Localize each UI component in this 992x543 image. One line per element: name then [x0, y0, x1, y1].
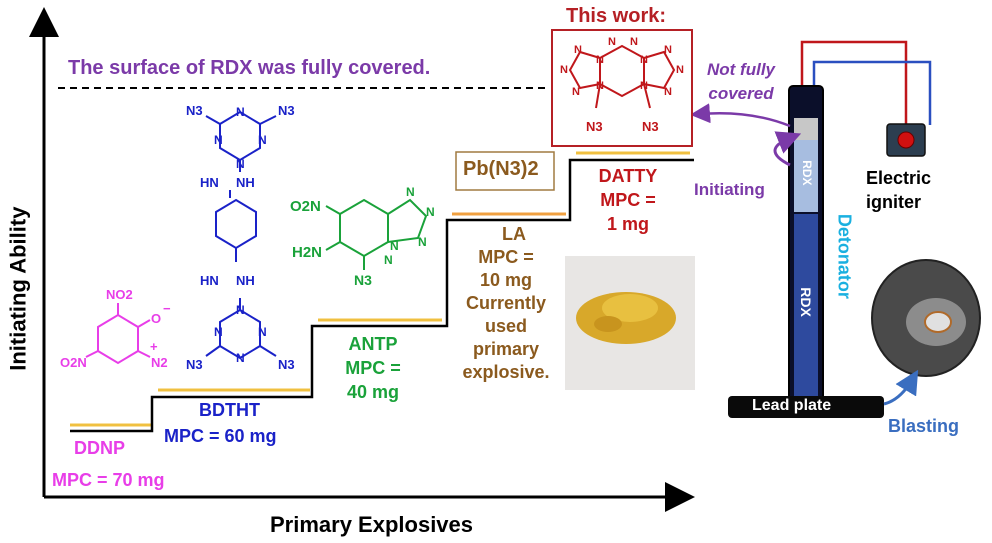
bdtht-atom-n-1: N [236, 105, 245, 119]
bdtht-atom-n3-top-right: N3 [278, 103, 295, 118]
bdtht-mpc: MPC = 60 mg [164, 426, 277, 446]
detonator-primary-charge [794, 118, 818, 140]
bdtht-atom-n-5: N [236, 303, 245, 317]
datty-atom-n-12: N [640, 54, 648, 66]
this-work-label: This work: [566, 5, 667, 27]
x-axis-label: Primary Explosives [270, 512, 474, 537]
lead-plate-label: Lead plate [752, 397, 832, 414]
antp-mpc-line1: MPC = [345, 358, 401, 378]
bdtht-atom-hn-1: HN [200, 175, 219, 190]
antp-atom-n-5: N [384, 253, 393, 267]
bdtht-atom-n-7: N [258, 325, 267, 339]
datty-atom-n-10: N [640, 80, 648, 92]
initiating-arrow [773, 131, 802, 167]
blue-wire [812, 60, 932, 125]
ddnp-atom-plus: + [150, 339, 158, 354]
la-name: LA [502, 224, 526, 244]
datty-mpc-line1: MPC = [600, 190, 656, 210]
datty-atom-n-9: N [596, 80, 604, 92]
datty-atom-n3-left: N3 [586, 119, 603, 134]
antp-atom-h2n: H2N [292, 244, 323, 261]
bdtht-atom-n3-top-left: N3 [186, 103, 203, 118]
la-line-2: 10 mg [479, 270, 533, 290]
bdtht-atom-n-4: N [236, 157, 245, 171]
ddnp-mpc: MPC = 70 mg [52, 470, 165, 490]
lead-plate [728, 396, 884, 418]
electric-igniter-line2: igniter [866, 192, 922, 212]
la-line-1: MPC = [478, 247, 534, 267]
not-fully-covered-line1: Not fully [707, 60, 775, 79]
datty-structure [568, 44, 676, 109]
not-fully-covered-line2: covered [708, 84, 774, 103]
bdtht-atom-nh-2: NH [236, 273, 255, 288]
ddnp-atom-o: O [151, 311, 162, 326]
bdtht-atom-n3-bottom-right: N3 [278, 357, 295, 372]
antp-name: ANTP [348, 334, 398, 354]
datty-atom-n-1: N [608, 36, 616, 48]
antp-atom-o2n: O2N [290, 198, 321, 215]
red-wire [800, 40, 908, 125]
bdtht-atom-n-3: N [258, 133, 267, 147]
detonator-assembly [690, 40, 981, 418]
blasted-plate-hole [924, 311, 952, 333]
initiating-label: Initiating [694, 180, 765, 199]
datty-mpc-line2: 1 mg [606, 214, 649, 234]
pb-azide-formula-text: Pb(N3)2 [463, 158, 539, 180]
antp-atom-n-2: N [426, 205, 435, 219]
initiating-ability-staircase [70, 158, 694, 433]
bdtht-atom-n-8: N [236, 351, 245, 365]
la-line-6: explosive. [462, 362, 550, 382]
ddnp-atom-o2n: O2N [60, 355, 87, 370]
datty-atom-n-4: N [664, 44, 672, 56]
antp-structure [325, 198, 428, 270]
ddnp-atom-minus: − [163, 301, 171, 316]
antp-atom-n3: N3 [354, 272, 372, 288]
bdtht-structure [205, 110, 277, 360]
ddnp-atom-n2: N2 [151, 355, 168, 370]
pb-azide-formula-box [455, 151, 555, 191]
detonator-label: Detonator [834, 213, 855, 299]
ddnp-atom-no2: NO2 [106, 287, 133, 302]
bdtht-atom-n3-bottom-left: N3 [186, 357, 203, 372]
pb-azide-formula: Pb(N3)2 [463, 158, 539, 181]
la-line-3: Currently [465, 293, 546, 313]
ddnp-structure [85, 303, 151, 365]
datty-atom-n-5: N [560, 64, 568, 76]
datty-atom-n-11: N [596, 54, 604, 66]
antp-atom-n-4: N [390, 239, 399, 253]
rdx-top-label: RDX [799, 160, 814, 186]
ddnp-name: DDNP [74, 438, 126, 458]
bdtht-atom-n-2: N [214, 133, 223, 147]
electric-igniter-line1: Electric [866, 168, 932, 188]
y-axis-label: Initiating Ability [5, 206, 31, 371]
antp-mpc-line2: 40 mg [346, 382, 400, 402]
lead-azide-photo [565, 256, 695, 390]
datty-name: DATTY [598, 166, 658, 186]
bdtht-atom-nh-1: NH [236, 175, 255, 190]
datty-atom-n-2: N [630, 36, 638, 48]
this-work-box [551, 29, 693, 147]
antp-atom-n-1: N [406, 185, 415, 199]
bdtht-name: BDTHT [199, 400, 260, 420]
datty-atom-n3-right: N3 [642, 119, 659, 134]
datty-atom-n-7: N [572, 86, 580, 98]
rdx-main-label: RDX [798, 287, 815, 317]
bdtht-atom-n-6: N [214, 325, 223, 339]
la-line-5: primary [472, 339, 540, 359]
datty-atom-n-6: N [676, 64, 684, 76]
detonator-rdx-main-section [794, 214, 818, 400]
la-line-4: used [484, 316, 527, 336]
bdtht-atom-hn-2: HN [200, 273, 219, 288]
blasting-label: Blasting [888, 416, 960, 436]
full-coverage-headline: The surface of RDX was fully covered. [68, 57, 431, 79]
not-fully-covered-arrow [690, 103, 791, 128]
blasting-arrow [883, 369, 919, 406]
antp-atom-n-3: N [418, 235, 427, 249]
datty-atom-n-8: N [664, 86, 672, 98]
igniter-button [897, 131, 915, 149]
datty-atom-n-3: N [574, 44, 582, 56]
